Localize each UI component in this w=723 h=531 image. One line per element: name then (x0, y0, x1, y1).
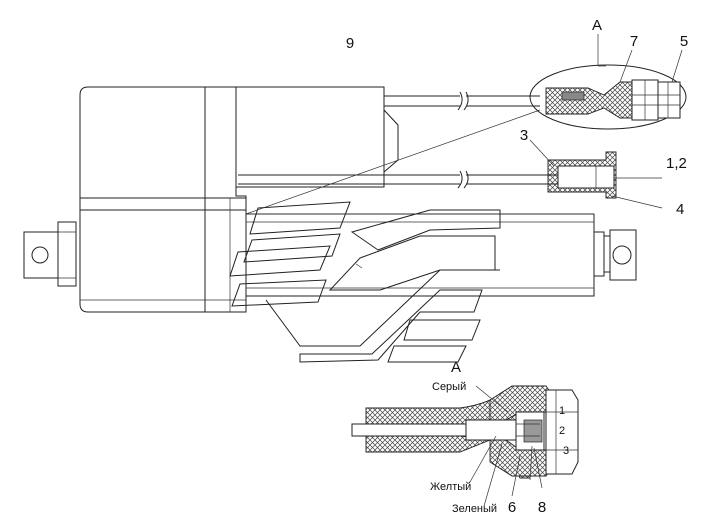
plug-assembly (547, 151, 617, 199)
label-8: 8 (538, 499, 546, 516)
label-view-a-detail: А (451, 359, 461, 376)
section-a (351, 385, 579, 507)
pin-1: 1 (559, 405, 565, 417)
motor-housing (79, 86, 247, 313)
label-wire-grey: Серый (432, 381, 466, 393)
label-view-a-top: А (592, 17, 602, 34)
label-4: 4 (676, 201, 684, 218)
leader-lines (529, 34, 683, 209)
motor-cylinder (235, 86, 399, 188)
right-mount-eye (609, 229, 637, 281)
chevron-logo (229, 201, 501, 363)
label-wire-green: Зеленый (452, 503, 497, 515)
outer-tube (245, 213, 611, 297)
cable-lower (238, 170, 548, 189)
label-3: 3 (520, 127, 528, 144)
pin-3: 3 (563, 445, 569, 457)
actuator-assembly (23, 86, 637, 363)
detail-leader-1 (245, 109, 541, 215)
cable-upper (384, 91, 540, 111)
left-mount-eye (23, 221, 77, 287)
label-5: 5 (680, 33, 688, 50)
label-1-2: 1,2 (666, 155, 687, 172)
detail-a-callout (529, 64, 687, 130)
label-6: 6 (508, 499, 516, 516)
label-7: 7 (630, 33, 638, 50)
pin-2: 2 (559, 425, 565, 437)
label-9: 9 (346, 35, 354, 52)
label-wire-yellow: Желтый (430, 481, 471, 493)
